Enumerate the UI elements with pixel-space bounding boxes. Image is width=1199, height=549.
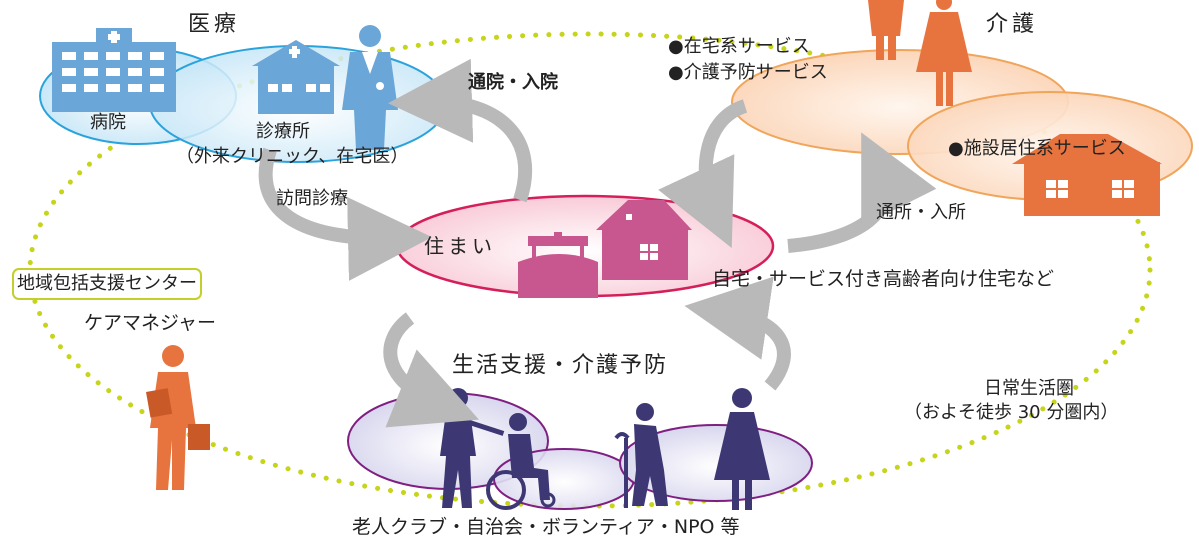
prevention-service-label: ●介護予防サービス [668, 62, 828, 83]
hospital-icon [52, 28, 176, 112]
arrow-outpatient [388, 58, 532, 203]
daily-area-note: （およそ徒歩 30 分圏内） [904, 402, 1119, 423]
care-heading: 介護 [986, 12, 1039, 37]
day-care-label: 通所・入所 [876, 202, 966, 223]
daily-life-area-ring [27, 31, 1153, 509]
home-service-label: ●在宅系サービス [668, 36, 810, 57]
caregiver-icon [868, 0, 972, 106]
medical-heading: 医療 [188, 12, 241, 37]
care-manager-label: ケアマネジャー [84, 312, 217, 334]
clinic-label: 診療所 [256, 121, 310, 142]
community-label: 老人クラブ・自治会・ボランティア・NPO 等 [352, 516, 740, 538]
hospital-label: 病院 [90, 112, 126, 133]
bed-icon [518, 232, 598, 298]
care-facility-icon [1012, 134, 1162, 216]
woman-icon [714, 388, 770, 510]
arrow-support-up [684, 276, 791, 391]
wheelchair-icon [486, 413, 556, 510]
cane-person-icon [614, 403, 668, 508]
arrow-care-service [658, 99, 748, 249]
daily-area-label: 日常生活圏 [984, 378, 1074, 399]
home-visit-label: 訪問診療 [276, 188, 348, 209]
arrow-home-visit [258, 147, 432, 281]
outpatient-label: 通院・入院 [468, 72, 558, 93]
clinic-note: （外来クリニック、在宅医） [176, 146, 409, 167]
housing-label: 住まい [424, 234, 496, 258]
care-manager-icon [146, 345, 210, 490]
facility-service-label: ●施設居住系サービス [948, 138, 1126, 159]
arrow-day-care [787, 132, 937, 253]
doctor-icon [342, 25, 398, 150]
housing-note: 自宅・サービス付き高齢者向け住宅など [712, 268, 1055, 290]
clinic-icon [252, 40, 340, 114]
life-support-heading: 生活支援・介護予防 [452, 353, 669, 378]
support-center-box: 地域包括支援センター [12, 268, 202, 300]
arrow-support-down [383, 312, 479, 428]
flow-arrows [258, 58, 937, 428]
support-ellipse-right [619, 424, 813, 502]
